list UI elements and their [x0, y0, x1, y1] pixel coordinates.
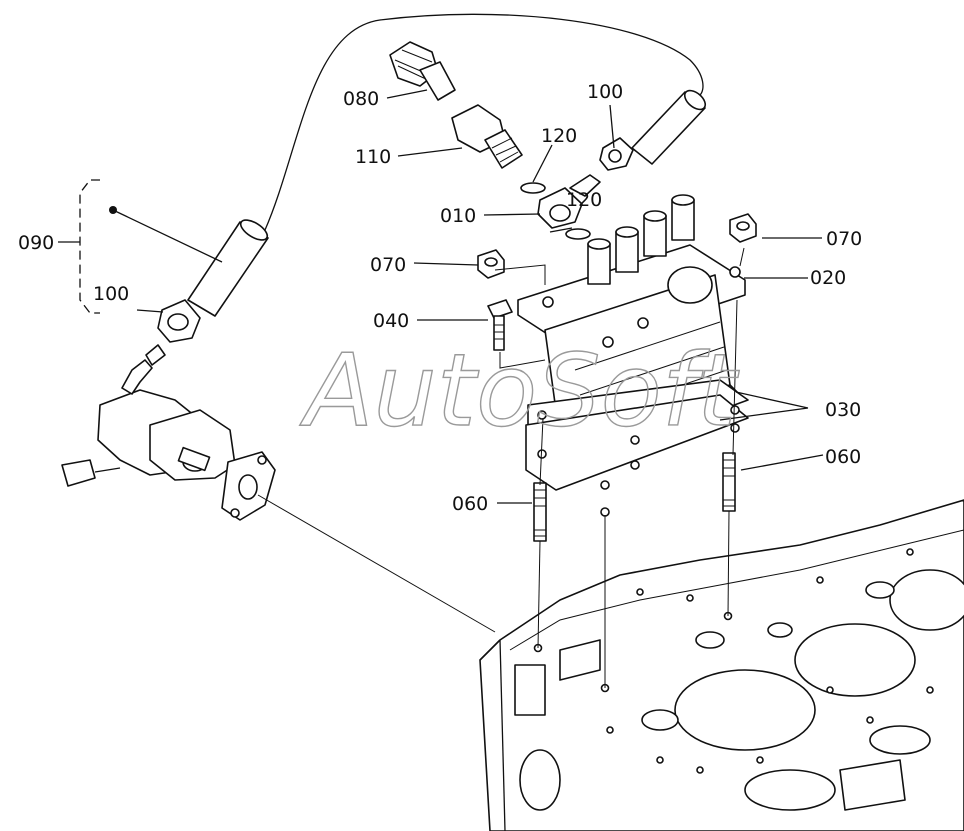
label-part-120-upper: 120: [541, 125, 577, 147]
label-part-070-left: 070: [370, 254, 406, 276]
label-part-070-right: 070: [826, 228, 862, 250]
label-part-100-left: 100: [93, 283, 129, 305]
nuts-070: [477, 213, 757, 279]
engine-block: [479, 499, 964, 831]
watermark: AutoSoft: [299, 332, 740, 449]
bolt-040: [487, 299, 513, 351]
solenoid-assembly: [61, 344, 276, 521]
label-part-030: 030: [825, 399, 861, 421]
label-part-100-top: 100: [587, 81, 623, 103]
label-part-090: 090: [18, 232, 54, 254]
shims-030: [525, 379, 749, 517]
banjo-joint-010: [520, 174, 601, 240]
bleed-screw-080: [389, 41, 456, 101]
joint-bolt-110: [451, 104, 523, 169]
label-part-110: 110: [355, 146, 391, 168]
label-part-010: 010: [440, 205, 476, 227]
label-part-080: 080: [343, 88, 379, 110]
label-part-060-right: 060: [825, 446, 861, 468]
label-part-120-lower: 120: [566, 189, 602, 211]
leader-lines: [58, 89, 824, 688]
label-part-020: 020: [810, 267, 846, 289]
fuel-hose-090: [157, 13, 707, 343]
label-part-060-left: 060: [452, 493, 488, 515]
label-part-040: 040: [373, 310, 409, 332]
